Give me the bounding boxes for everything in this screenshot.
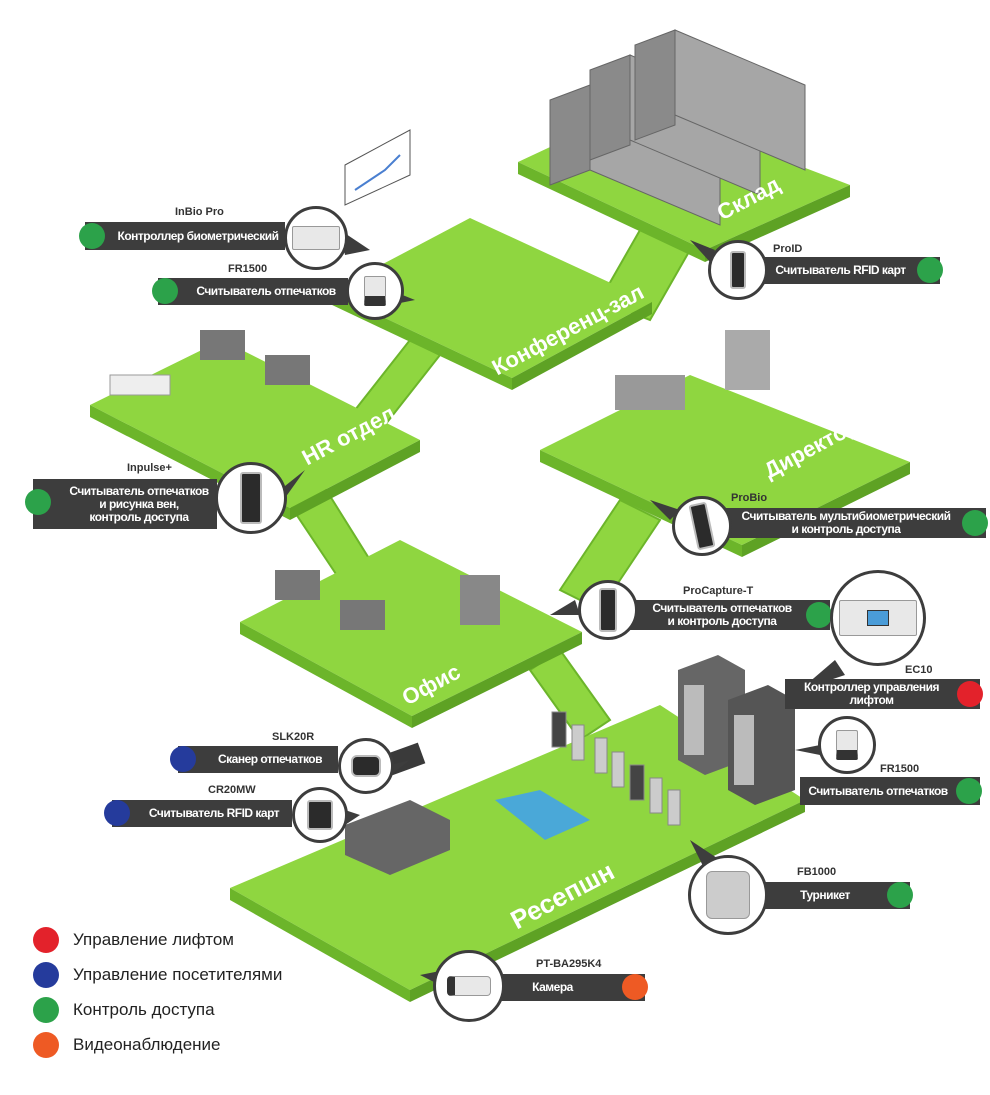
elevator-controller-icon bbox=[839, 600, 917, 636]
office-desks bbox=[109, 330, 770, 630]
legend-dot bbox=[33, 996, 59, 1023]
device-label-line: контроль доступа bbox=[89, 509, 189, 524]
elevators bbox=[678, 655, 795, 805]
device-label-bar: Контроллер биометрический bbox=[85, 222, 285, 250]
device-label-line: лифтом bbox=[849, 693, 894, 707]
floor-reception bbox=[230, 705, 805, 990]
device-image-fr1500 bbox=[818, 716, 876, 774]
legend-item-visitors: Управление посетителями bbox=[33, 957, 282, 992]
legend-label: Видеонаблюдение bbox=[73, 1034, 221, 1054]
legend-dot bbox=[33, 961, 59, 988]
device-image-inpulse bbox=[215, 462, 287, 534]
device-label-line: Считыватель отпечатков bbox=[652, 601, 792, 615]
device-label-bar: Сканер отпечатков bbox=[178, 746, 338, 773]
device-image-probio bbox=[672, 496, 732, 556]
device-label-bar: Считыватель RFID карт bbox=[112, 800, 292, 827]
face-reader-icon bbox=[240, 472, 262, 524]
rfid-card-reader-icon bbox=[307, 800, 333, 830]
category-dot-access bbox=[917, 257, 943, 283]
device-label-line: Камера bbox=[532, 980, 573, 994]
device-model: Inpulse+ bbox=[127, 462, 172, 474]
camera-icon bbox=[447, 976, 491, 996]
category-dot-access bbox=[806, 602, 832, 628]
category-dot-elevator bbox=[957, 681, 983, 707]
device-model: EC10 bbox=[905, 664, 933, 676]
device-image-ec10 bbox=[830, 570, 926, 666]
legend-label: Управление лифтом bbox=[73, 929, 234, 949]
category-dot-access bbox=[962, 510, 988, 536]
turnstiles bbox=[551, 711, 681, 826]
device-model: CR20MW bbox=[208, 784, 256, 796]
device-image-proid bbox=[708, 240, 768, 300]
device-label-bar: Считыватель RFID карт bbox=[745, 257, 940, 284]
device-label-line: Контроллер управления bbox=[804, 680, 939, 694]
device-label-line: Считыватель отпечатков bbox=[808, 783, 948, 798]
turnstile-icon bbox=[706, 871, 750, 919]
legend-item-access: Контроль доступа bbox=[33, 992, 282, 1027]
device-model: PT-BA295K4 bbox=[536, 958, 602, 970]
device-image-inbio-pro bbox=[284, 206, 348, 270]
multibiometric-reader-icon bbox=[688, 501, 716, 551]
device-image-slk20r bbox=[338, 738, 394, 794]
floor-hr bbox=[90, 340, 420, 508]
device-image-fr1500 bbox=[346, 262, 404, 320]
floor-conference bbox=[330, 218, 652, 378]
device-image-fb1000 bbox=[688, 855, 768, 935]
floor-office bbox=[240, 540, 582, 716]
device-label-line: Считыватель RFID карт bbox=[775, 263, 906, 277]
legend-dot bbox=[33, 926, 59, 953]
device-model: FR1500 bbox=[228, 263, 268, 275]
device-model: FR1500 bbox=[880, 763, 920, 775]
device-model: ProCapture-T bbox=[683, 585, 754, 597]
legend: Управление лифтом Управление посетителям… bbox=[33, 922, 282, 1062]
device-image-cr20mw bbox=[292, 787, 348, 843]
device-label-bar: Считыватель отпечатков bbox=[800, 777, 980, 805]
device-label-bar: Турникет bbox=[750, 882, 910, 909]
device-label-line: Сканер отпечатков bbox=[217, 752, 323, 766]
device-label-line: Контроллер биометрический bbox=[117, 228, 279, 243]
fingerprint-scanner-icon bbox=[351, 755, 381, 777]
device-label-line: Считыватель RFID карт bbox=[148, 806, 280, 820]
legend-label: Контроль доступа bbox=[73, 999, 215, 1019]
device-label-line: Считыватель отпечатков bbox=[69, 483, 209, 498]
category-dot-access bbox=[79, 223, 105, 249]
legend-label: Управление посетителями bbox=[73, 964, 283, 984]
category-dot-access bbox=[152, 278, 178, 304]
device-image-camera bbox=[433, 950, 505, 1022]
category-dot-access bbox=[25, 489, 51, 515]
floor-director bbox=[540, 375, 910, 545]
server-racks bbox=[549, 29, 806, 226]
legend-dot bbox=[33, 1031, 59, 1058]
legend-item-elevator: Управление лифтом bbox=[33, 922, 282, 957]
device-label-line: и контроль доступа bbox=[791, 522, 901, 536]
device-label-line: Считыватель мультибиометрический bbox=[741, 509, 951, 523]
fingerprint-reader-icon bbox=[364, 276, 386, 306]
category-dot-visitors bbox=[104, 800, 130, 826]
device-label-line: Турникет bbox=[800, 888, 850, 902]
fingerprint-reader-icon bbox=[836, 730, 858, 760]
device-model: FB1000 bbox=[797, 866, 837, 878]
device-model: ProID bbox=[773, 243, 803, 255]
rfid-reader-icon bbox=[730, 251, 746, 289]
device-label-bar: Считыватель отпечатков bbox=[158, 278, 348, 305]
category-dot-access bbox=[956, 778, 982, 804]
device-image-procapture bbox=[578, 580, 638, 640]
controller-icon bbox=[292, 226, 340, 250]
device-label-line: и контроль доступа bbox=[667, 614, 777, 628]
category-dot-visitors bbox=[170, 746, 196, 772]
device-model: InBio Pro bbox=[175, 206, 224, 218]
presentation-board bbox=[344, 129, 411, 206]
legend-item-video: Видеонаблюдение bbox=[33, 1027, 282, 1062]
category-dot-access bbox=[887, 882, 913, 908]
category-dot-video bbox=[622, 974, 648, 1000]
device-label-line: Считыватель отпечатков bbox=[196, 284, 336, 298]
device-model: SLK20R bbox=[272, 731, 315, 743]
device-model: ProBio bbox=[731, 492, 768, 504]
device-label-line: и рисунка вен, bbox=[99, 496, 179, 511]
fingerprint-terminal-icon bbox=[599, 588, 617, 632]
